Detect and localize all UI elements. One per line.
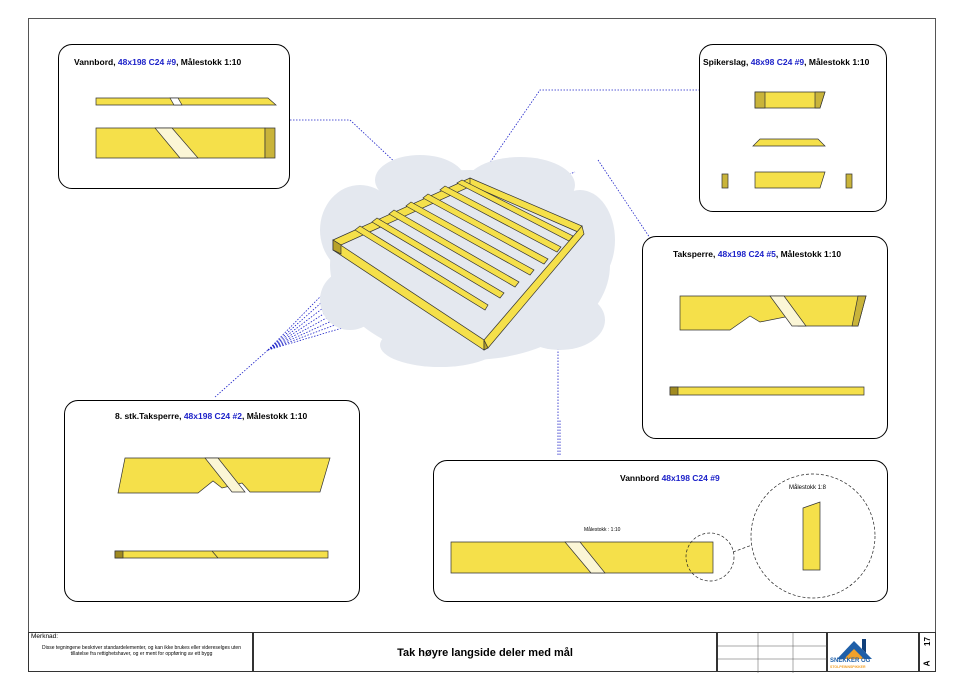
vannbord-thin-view [95, 97, 277, 106]
detail-circle-large [750, 473, 876, 599]
spikerslag-panel-title: Spikerslag, 48x98 C24 #9, Målestokk 1:10 [703, 57, 869, 67]
scale-label-left: Målestokk : 1:10 [584, 527, 621, 533]
company-logo [837, 639, 872, 659]
logo-text-1: SNEKKER OG [830, 658, 871, 664]
remark-label: Merknad: [31, 633, 59, 640]
scale-label-detail: Målestokk 1:8 [789, 485, 827, 491]
vannbord-detail-panel-title: Vannbord 48x198 C24 #9 [620, 473, 720, 483]
vannbord-panel-title: Vannbord, 48x198 C24 #9, Målestokk 1:10 [74, 57, 241, 67]
part-spec: 48x98 C24 #9 [750, 57, 805, 67]
part-scale: , Målestokk 1:10 [775, 249, 842, 259]
remark-text: Disse tegningene beskriver standardeleme… [41, 645, 241, 657]
part-spec: 48x198 C24 #5 [717, 249, 776, 259]
detail-circle-small [685, 532, 735, 582]
spikerslag-side-view [754, 171, 826, 189]
part-name: Vannbord, [74, 57, 118, 67]
part-scale: , Målestokk 1:10 [176, 57, 242, 67]
sheet-letter: A [922, 660, 932, 667]
part-scale: , Målestokk 1:10 [804, 57, 870, 67]
rafter [388, 209, 520, 288]
vannbord-section-view [802, 501, 821, 571]
grid-lines [718, 633, 828, 673]
part-name: 8. stk.Taksperre, [115, 411, 184, 421]
rafter [422, 193, 549, 265]
rafter [371, 217, 505, 299]
part-spec: 48x198 C24 #9 [117, 57, 177, 67]
rafter [405, 201, 535, 276]
part-spec: 48x198 C24 #9 [661, 473, 720, 483]
taksperre-panel-title: Taksperre, 48x198 C24 #5, Målestokk 1:10 [673, 249, 841, 259]
rafter [456, 179, 574, 242]
part-name: Spikerslag, [703, 57, 751, 67]
part-name: Vannbord [620, 473, 662, 483]
logo-text-2: STOLPEINNSPIKKER [830, 665, 866, 669]
rafter [439, 185, 562, 253]
rafter [354, 225, 489, 311]
logo-box: SNEKKER OG STOLPEINNSPIKKER [827, 632, 919, 672]
leader-line [597, 159, 651, 239]
leader-line [477, 89, 700, 181]
taksperre8-panel: 8. stk.Taksperre, 48x198 C24 #2, Målesto… [64, 400, 360, 602]
taksperre8-panel-title: 8. stk.Taksperre, 48x198 C24 #2, Målesto… [115, 411, 307, 421]
vannbord-panel: Vannbord, 48x198 C24 #9, Målestokk 1:10 [58, 44, 290, 189]
part-name: Taksperre, [673, 249, 718, 259]
title-box: Tak høyre langside deler med mål [253, 632, 717, 672]
taksperre-panel: Taksperre, 48x198 C24 #5, Målestokk 1:10 [642, 236, 888, 439]
title-block-grid [717, 632, 828, 673]
drawing-title: Tak høyre langside deler med mål [397, 647, 573, 659]
sheet-id-box: 17 A [919, 632, 936, 672]
remark-box: Merknad: Disse tegningene beskriver stan… [28, 632, 253, 672]
part-spec: 48x198 C24 #2 [183, 411, 242, 421]
sheet-number: 17 [922, 637, 932, 646]
spikerslag-mid-view [752, 138, 826, 147]
part-scale: , Målestokk 1:10 [241, 411, 308, 421]
